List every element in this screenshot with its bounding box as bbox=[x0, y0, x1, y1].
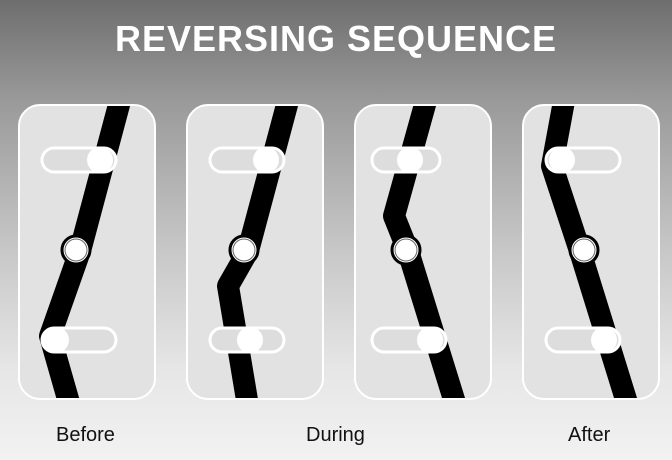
linkage-after bbox=[541, 106, 638, 398]
panel-during-2 bbox=[354, 104, 492, 400]
panel-during-1 bbox=[186, 104, 324, 400]
center-pivot-ring bbox=[232, 238, 256, 262]
panel-before bbox=[18, 104, 156, 400]
upper-pin bbox=[397, 147, 423, 173]
lower-pin bbox=[591, 327, 617, 353]
caption-during: During bbox=[306, 424, 365, 446]
upper-pin bbox=[549, 147, 575, 173]
upper-pin bbox=[87, 147, 113, 173]
linkage-before bbox=[39, 106, 131, 398]
panel-after bbox=[522, 104, 660, 400]
center-pivot-ring bbox=[64, 238, 88, 262]
lower-pin bbox=[417, 327, 443, 353]
center-pivot-ring bbox=[572, 238, 596, 262]
caption-before: Before bbox=[56, 424, 115, 446]
track-path bbox=[39, 106, 131, 398]
lower-pin bbox=[43, 327, 69, 353]
center-pivot-ring bbox=[394, 238, 418, 262]
lower-pin bbox=[237, 327, 263, 353]
linkage-during-2 bbox=[370, 106, 466, 398]
diagram-title: REVERSING SEQUENCE bbox=[114, 18, 558, 59]
caption-after: After bbox=[568, 424, 611, 446]
linkage-during-1 bbox=[208, 106, 299, 398]
upper-pin bbox=[253, 147, 279, 173]
